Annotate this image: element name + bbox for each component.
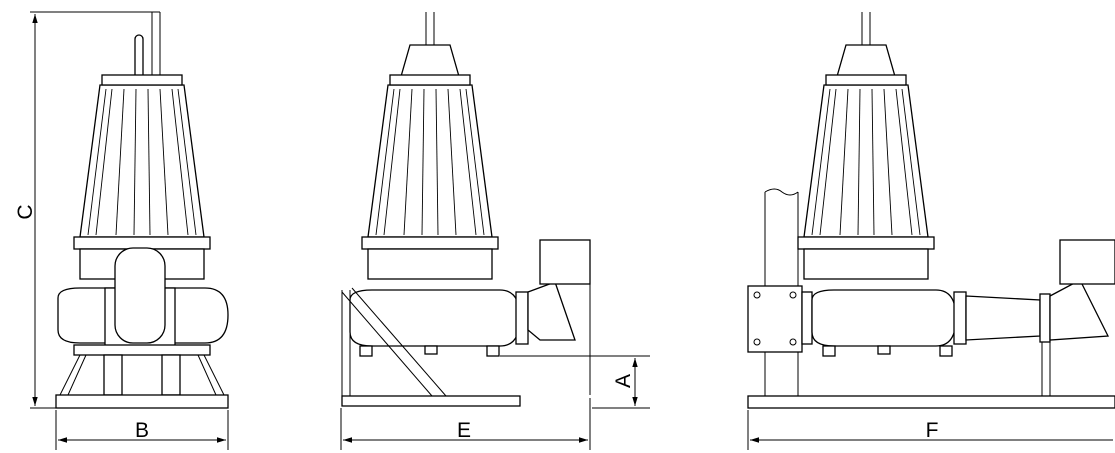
dimension-f-label: F bbox=[926, 419, 939, 442]
dimension-e-label: E bbox=[457, 419, 471, 442]
dimension-c-label: C bbox=[14, 204, 37, 219]
view-side bbox=[341, 12, 591, 407]
dimension-b: B bbox=[55, 410, 229, 450]
dimension-e: E bbox=[340, 398, 591, 450]
dimension-c: C bbox=[14, 11, 160, 409]
dimension-b-label: B bbox=[135, 419, 149, 442]
dimension-f: F bbox=[747, 410, 1113, 450]
view-rail bbox=[747, 12, 1115, 409]
view-front bbox=[55, 11, 229, 409]
dimension-a: A bbox=[500, 355, 650, 409]
dimension-a-label: A bbox=[612, 374, 635, 388]
